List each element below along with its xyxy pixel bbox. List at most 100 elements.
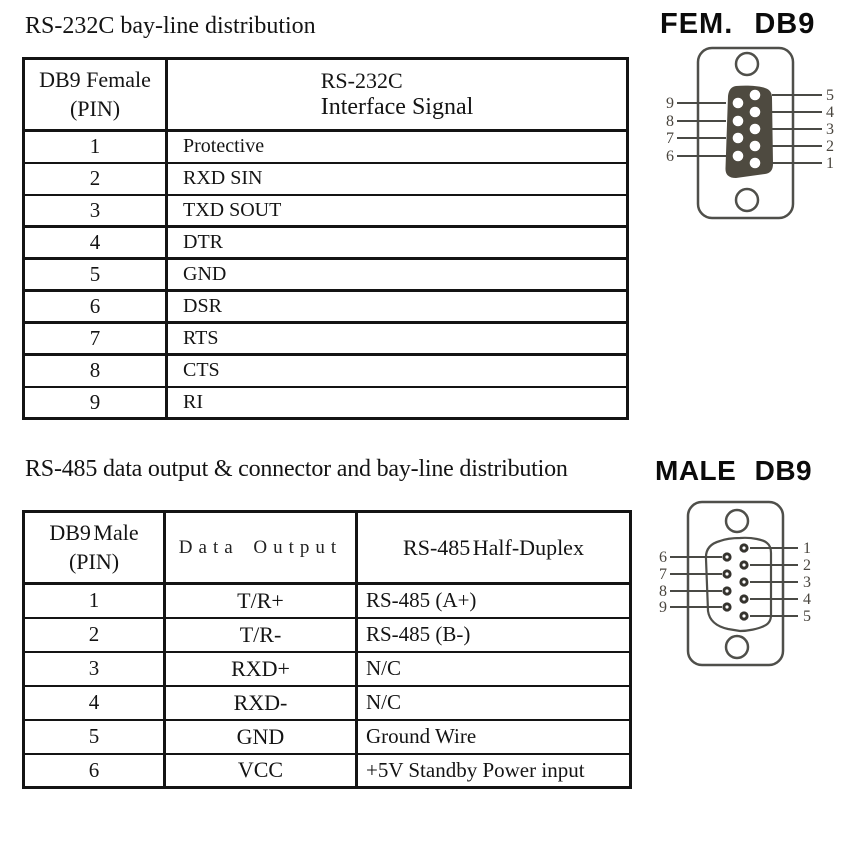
- female-db9-diagram: 9 8 7 6 5 4 3 2 1: [666, 46, 834, 220]
- signal-cell: CTS: [165, 353, 629, 388]
- output-cell: RXD+: [163, 650, 358, 687]
- pin-labels: 9 8 7 6 5 4 3 2 1: [666, 87, 834, 172]
- screw-hole-top-icon: [734, 51, 760, 77]
- pin-label: 2: [803, 557, 811, 574]
- signal-cell: RI: [165, 385, 629, 420]
- screw-hole-bottom-icon: [724, 634, 750, 660]
- pin-label: 1: [803, 540, 811, 557]
- d-shell: [704, 536, 773, 633]
- rs485-header-output: Data Output: [163, 510, 358, 585]
- pin-label: 6: [666, 148, 674, 165]
- male-connector-title: MALE DB9: [655, 455, 813, 486]
- pin-leader-lines: [670, 547, 798, 617]
- pin-label: 9: [666, 95, 674, 112]
- pin-cell: 8: [22, 353, 168, 388]
- rs232-header-signal-line2: Interface Signal: [320, 94, 474, 120]
- connector-outline: [696, 46, 795, 220]
- pin-cell: 1: [22, 582, 166, 619]
- rs485-section-title: RS-485 data output & connector and bay-l…: [25, 456, 568, 482]
- signal-cell: RTS: [165, 321, 629, 356]
- rs232-header-pin-line2: (PIN): [69, 95, 121, 121]
- pin-cell: 4: [22, 225, 168, 260]
- rs485-header-pin: DB9 Male (PIN): [22, 510, 166, 585]
- pin-cell: 9: [22, 385, 168, 420]
- male-db9-diagram: 6 7 8 9 1 2 3 4 5: [659, 500, 811, 667]
- signal-cell: GND: [165, 257, 629, 292]
- pin-label: 5: [803, 608, 811, 625]
- description-cell: RS-485 (A+): [355, 582, 632, 619]
- pin-cell: 3: [22, 193, 168, 228]
- pin-label: 4: [826, 104, 834, 121]
- pin-label: 8: [666, 113, 674, 130]
- rs232-pin-table: DB9 Female (PIN) RS-232C Interface Signa…: [22, 57, 629, 420]
- pin-leader-lines: [677, 94, 822, 164]
- output-cell: T/R-: [163, 616, 358, 653]
- pin-cell: 1: [22, 129, 168, 164]
- rs485-header-pin-line1: DB9 Male: [49, 519, 139, 545]
- pin-cell: 2: [22, 616, 166, 653]
- pin-cell: 6: [22, 289, 168, 324]
- pin-label: 2: [826, 138, 834, 155]
- female-connector-title: FEM. DB9: [660, 8, 816, 40]
- output-cell: T/R+: [163, 582, 358, 619]
- rs232-header-row: DB9 Female (PIN) RS-232C Interface Signa…: [22, 57, 629, 132]
- pin-cell: 5: [22, 257, 168, 292]
- description-cell: RS-485 (B-): [355, 616, 632, 653]
- description-cell: +5V Standby Power input: [355, 752, 632, 789]
- rs485-pin-table: DB9 Male (PIN) Data Output RS-485 Half-D…: [22, 510, 632, 789]
- output-cell: GND: [163, 718, 358, 755]
- screw-hole-top-icon: [724, 508, 750, 534]
- signal-cell: TXD SOUT: [165, 193, 629, 228]
- pin-cell: 4: [22, 684, 166, 721]
- description-cell: Ground Wire: [355, 718, 632, 755]
- rs485-header-row: DB9 Male (PIN) Data Output RS-485 Half-D…: [22, 510, 632, 585]
- description-cell: N/C: [355, 650, 632, 687]
- pin-cell: 2: [22, 161, 168, 196]
- pin-label: 5: [826, 87, 834, 104]
- pin-cell: 6: [22, 752, 166, 789]
- pin-label: 6: [659, 549, 667, 566]
- pin-label: 7: [659, 566, 667, 583]
- rs485-header-duplex: RS-485 Half-Duplex: [355, 510, 632, 585]
- pin-holes: [732, 89, 761, 169]
- d-shell: [725, 85, 773, 178]
- screw-hole-bottom-icon: [734, 187, 760, 213]
- connector-outline: [686, 500, 785, 667]
- output-cell: RXD-: [163, 684, 358, 721]
- rs232-header-signal-block: RS-232C Interface Signal: [321, 68, 474, 121]
- pin-cell: 7: [22, 321, 168, 356]
- signal-cell: DTR: [165, 225, 629, 260]
- rs485-header-pin-line2: (PIN): [68, 548, 120, 574]
- pin-label: 7: [666, 130, 674, 147]
- pin-labels: 6 7 8 9 1 2 3 4 5: [659, 540, 811, 625]
- description-cell: N/C: [355, 684, 632, 721]
- output-cell: VCC: [163, 752, 358, 789]
- pin-cell: 3: [22, 650, 166, 687]
- pin-dot-highlights: [725, 546, 746, 618]
- rs232-section-title: RS-232C bay-line distribution: [25, 13, 316, 39]
- signal-cell: Protective: [165, 129, 629, 164]
- rs232-header-signal-line1: RS-232C: [320, 68, 403, 93]
- pin-label: 3: [803, 574, 811, 591]
- rs232-header-signal: RS-232C Interface Signal: [165, 57, 629, 132]
- signal-cell: DSR: [165, 289, 629, 324]
- signal-cell: RXD SIN: [165, 161, 629, 196]
- pin-cell: 5: [22, 718, 166, 755]
- pin-label: 9: [659, 599, 667, 616]
